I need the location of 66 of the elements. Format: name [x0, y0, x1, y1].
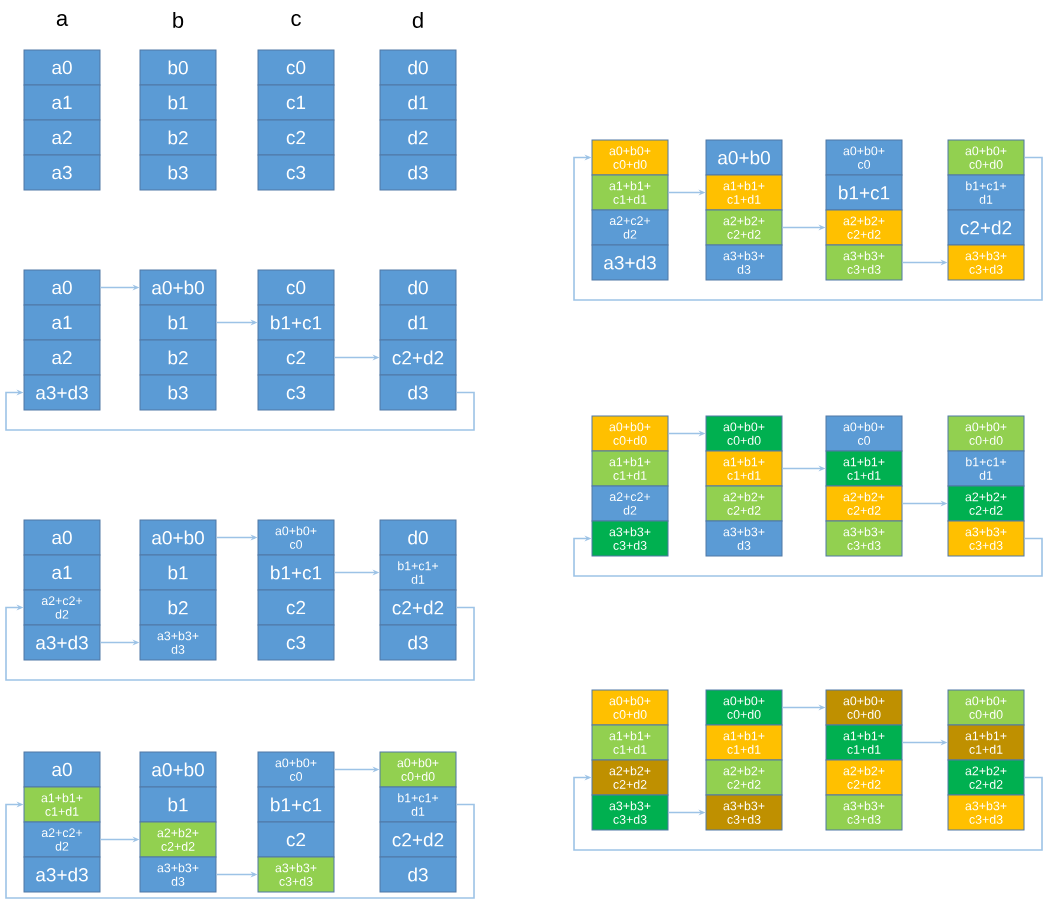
cell: a0+b0: [705, 139, 783, 176]
cell: a0+b0: [139, 269, 217, 306]
cell: b1+c1: [257, 554, 335, 591]
cell: a3+d3: [591, 244, 669, 281]
cell: d2: [379, 119, 457, 156]
cell: c2: [257, 119, 335, 156]
cell: b1+c1: [257, 786, 335, 823]
cell: a3+d3: [23, 624, 101, 661]
cell: a0: [23, 751, 101, 788]
cell: b1: [139, 304, 217, 341]
cell: d3: [379, 856, 457, 893]
cell: d3: [379, 624, 457, 661]
cell: c2+d2: [379, 821, 457, 858]
cell: d0: [379, 269, 457, 306]
cell: c2: [257, 589, 335, 626]
column-heading: c: [291, 14, 301, 27]
cell: c2: [257, 339, 335, 376]
cell: a3: [23, 154, 101, 191]
cell: b3: [139, 154, 217, 191]
cell: c1: [257, 84, 335, 121]
cell: a0: [23, 269, 101, 306]
cell: a1: [23, 304, 101, 341]
cell: b1+c1: [825, 174, 903, 211]
cell: b2: [139, 339, 217, 376]
cell: b3: [139, 374, 217, 411]
cell: c3: [257, 374, 335, 411]
cell: c0: [257, 49, 335, 86]
cell: d3: [379, 154, 457, 191]
cell: c2+d2: [947, 209, 1025, 246]
column-heading: d: [412, 11, 423, 29]
cell: d0: [379, 49, 457, 86]
cell: b2: [139, 589, 217, 626]
cell: b1+c1: [257, 304, 335, 341]
cell: c2+d2: [379, 589, 457, 626]
cell: c2+d2: [379, 339, 457, 376]
cell: a0: [23, 49, 101, 86]
cell: b1: [139, 84, 217, 121]
column-heading: a: [56, 14, 69, 27]
cell: c2: [257, 821, 335, 858]
cell: b1: [139, 786, 217, 823]
cell: b1: [139, 554, 217, 591]
cell: d1: [379, 304, 457, 341]
arrow: [573, 774, 1043, 851]
cell: a2: [23, 119, 101, 156]
arrow: [573, 535, 1043, 577]
cell: a1: [23, 554, 101, 591]
cell: d0: [379, 519, 457, 556]
cell: c3: [257, 154, 335, 191]
cell: a1: [23, 84, 101, 121]
cell: a0: [23, 519, 101, 556]
cell: a0+b0: [139, 519, 217, 556]
cell: a2: [23, 339, 101, 376]
cell: a3+d3: [23, 374, 101, 411]
cell: d3: [379, 374, 457, 411]
arrow: [5, 389, 475, 431]
cell: a0+b0: [139, 751, 217, 788]
arrow: [573, 154, 1043, 301]
arrow: [5, 604, 475, 681]
cell: c0: [257, 269, 335, 306]
cell: a3+d3: [23, 856, 101, 893]
cell: b2: [139, 119, 217, 156]
arrow: [5, 801, 475, 899]
cell: d1: [379, 84, 457, 121]
cell: c3: [257, 624, 335, 661]
cell: b0: [139, 49, 217, 86]
column-heading: b: [173, 11, 184, 29]
